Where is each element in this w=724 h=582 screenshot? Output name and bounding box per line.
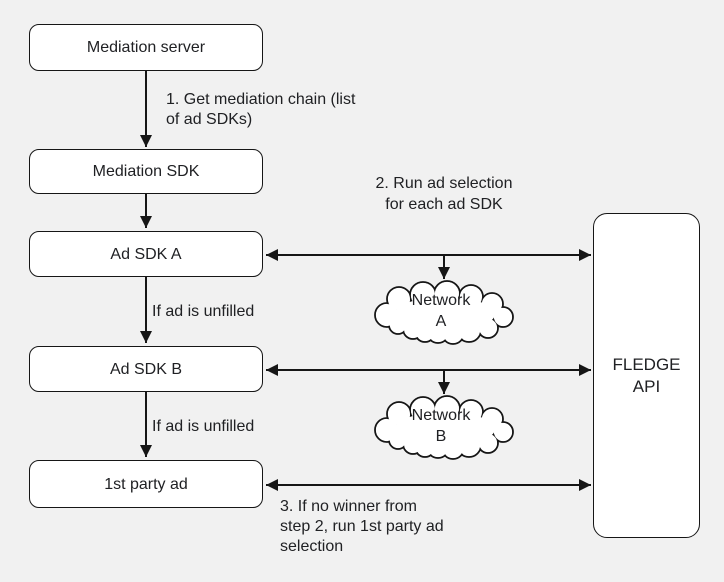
annotation-if-unfilled-a: If ad is unfilled [152,303,255,320]
annotation-if-unfilled-b: If ad is unfilled [152,418,255,435]
network-a-label: Network A [411,292,471,330]
node-mediation-sdk-label: Mediation SDK [92,163,200,180]
node-ad-sdk-a: Ad SDK A [29,231,263,277]
node-mediation-server-label: Mediation server [86,39,206,56]
node-ad-sdk-b-label: Ad SDK B [109,360,183,378]
annotation-step3: 3. If no winner from step 2, run 1st par… [280,498,444,555]
node-first-party-ad-label: 1st party ad [104,475,188,493]
node-ad-sdk-b: Ad SDK B [29,346,263,392]
node-fledge-api: FLEDGE API [593,213,700,538]
network-b-label: Network B [411,407,471,445]
node-mediation-sdk: Mediation SDK [29,149,263,194]
node-fledge-api-label: FLEDGE API [612,354,681,396]
node-ad-sdk-a-label: Ad SDK A [110,245,182,263]
node-first-party-ad: 1st party ad [29,460,263,508]
node-mediation-server: Mediation server [29,24,263,71]
annotation-step2: 2. Run ad selection for each ad SDK [375,175,513,213]
annotation-step1: 1. Get mediation chain (list of ad SDKs) [166,91,356,128]
